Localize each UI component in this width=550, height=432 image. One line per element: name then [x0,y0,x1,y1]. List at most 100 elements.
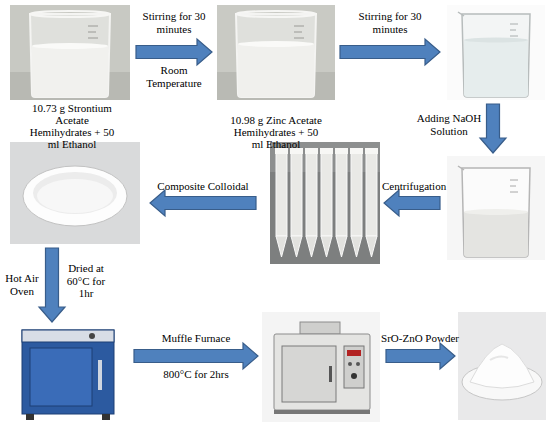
powder-photo [470,344,534,388]
condition-label: Hot Air Oven [2,272,42,297]
beaker-photo [447,156,545,260]
oven-photo [6,326,130,426]
dish-photo [10,142,140,244]
beaker-photo [464,40,528,97]
oven-photo [30,348,92,406]
condition-label: Room Temperature [136,64,212,89]
beaker-photo [294,26,304,38]
image-step [258,308,386,426]
furnace-photo [351,373,357,379]
beaker-photo [32,43,108,49]
step-label: Composite Colloidal [150,180,256,193]
oven-photo [89,333,95,339]
block-arrow [136,39,212,65]
reagent-caption: 10.98 g Zinc Acetate Hemihydrates + 50 m… [230,114,322,150]
dish-photo [10,142,140,244]
oven-photo [6,326,130,426]
condition-label: 800°C for 2hrs [134,368,258,381]
furnace-photo [347,350,361,356]
beaker-photo [238,41,314,47]
image-step [440,4,546,104]
beaker-photo [30,11,110,17]
beaker-photo [238,44,314,97]
oven-photo [26,414,34,420]
oven-photo [102,414,110,420]
beaker-photo [462,168,530,257]
image-step [440,153,546,263]
test-tubes-photo [350,148,363,257]
image-step: 10.98 g Zinc Acetate Hemihydrates + 50 m… [212,4,340,150]
beaker-photo [217,5,335,100]
beaker-photo [510,24,518,36]
beaker-photo [447,5,545,100]
furnace-photo [274,410,370,414]
beaker-photo [464,212,528,257]
test-tubes-photo [270,142,380,264]
oven-photo [22,330,114,342]
beaker-photo [510,180,518,192]
test-tubes-photo [275,148,288,257]
furnace-photo [356,362,360,366]
step-label: Stirring for 30 minutes [345,10,435,35]
step-label: Adding NaOH Solution [414,112,484,137]
image-step: 10.73 g Strontium Acetate Hemihydrates +… [8,4,136,150]
block-arrow [480,104,506,153]
step-label: Centrifugation [382,180,442,193]
image-step [4,322,134,428]
beaker-photo [447,5,545,100]
test-tubes-photo [305,148,318,257]
block-arrow [150,190,256,216]
beaker-photo [464,209,528,215]
dish-photo [23,166,127,226]
block-arrow [386,343,455,369]
image-step [256,138,384,266]
test-tubes-photo [365,148,378,257]
furnace-photo [329,366,332,382]
dish-photo [37,179,113,213]
beaker-photo [10,5,130,100]
beaker-photo [462,14,530,97]
beaker-photo [458,166,464,170]
step-label: Muffle Furnace [134,332,258,345]
powder-photo [490,356,508,360]
beaker-photo [10,5,130,100]
dish-photo [33,172,117,214]
beaker-photo [217,5,335,100]
beaker-photo [236,14,316,97]
test-tubes-photo [270,142,380,264]
furnace-photo [262,312,380,422]
furnace-photo [344,346,364,388]
powder-photo [458,312,546,420]
step-label: Dried at 60°C for 1hr [60,262,112,300]
furnace-photo [348,362,352,366]
block-arrow [384,190,440,216]
furnace-photo [274,334,370,410]
furnace-photo [262,312,380,422]
test-tubes-photo [290,148,303,257]
beaker-photo [88,26,98,38]
step-label: SrO-ZnO Powder [378,332,462,345]
test-tubes-photo [320,148,333,257]
block-arrow [39,248,65,322]
block-arrow [134,343,258,369]
furnace-photo [282,346,336,402]
oven-photo [98,360,102,390]
beaker-photo [447,156,545,260]
step-label: Stirring for 30 minutes [136,10,212,35]
furnace-photo [300,322,340,334]
reagent-caption: 10.73 g Strontium Acetate Hemihydrates +… [26,102,118,150]
powder-photo [458,312,546,420]
beaker-photo [30,14,110,97]
test-tubes-photo [335,148,348,257]
beaker-photo [32,46,108,97]
image-step [8,138,150,248]
image-step [455,308,547,426]
oven-photo [22,330,114,414]
beaker-photo [458,12,464,16]
beaker-photo [236,11,316,17]
